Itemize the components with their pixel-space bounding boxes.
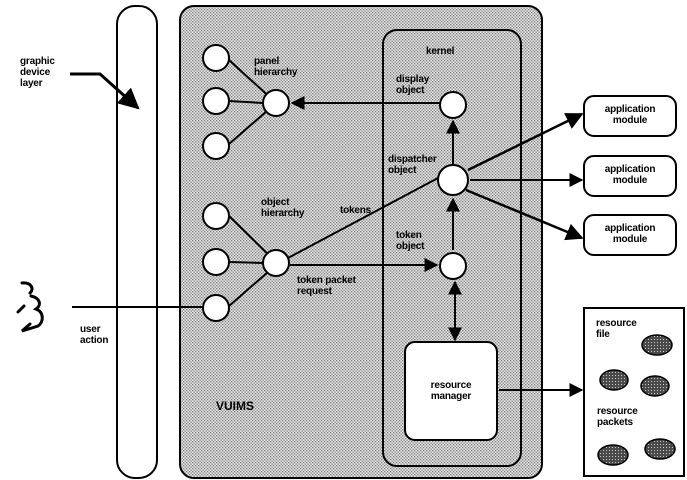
application-module-box-1 (583, 95, 677, 137)
display-object-node (439, 91, 467, 119)
resource-packets-label: resource packets (597, 406, 638, 428)
object-hierarchy-label: object hierarchy (261, 197, 305, 219)
panel-node-3 (202, 132, 230, 160)
token-packet-request-label: token packet request (297, 275, 356, 297)
object-node-3 (202, 294, 230, 322)
dispatcher-to-app-1-arrow (467, 112, 584, 172)
object-node-2 (202, 248, 230, 276)
token-object-label: token object (396, 230, 425, 252)
resource-file-blob-1 (641, 334, 673, 356)
token-object-node (439, 252, 467, 280)
application-module-box-3 (583, 214, 677, 256)
resource-packet-blob-1 (597, 444, 629, 466)
tokens-label: tokens (340, 205, 372, 216)
graphic-device-layer-pointer (70, 72, 140, 110)
resource-file-blob-3 (640, 375, 670, 397)
resource-file-label: resource file (596, 318, 637, 340)
display-object-label: display object (396, 74, 430, 96)
panel-root-node (262, 89, 290, 117)
graphic-device-layer-label: graphic device layer (20, 56, 55, 89)
panel-node-1 (202, 44, 230, 72)
resource-file-blob-2 (599, 369, 629, 391)
application-module-label-2: application module (604, 164, 656, 186)
application-module-label-3: application module (604, 223, 656, 245)
panel-hierarchy-label: panel hierarchy (254, 56, 298, 78)
dispatcher-object-label: dispatcher object (388, 154, 437, 176)
resource-packet-blob-2 (644, 438, 676, 460)
application-module-box-2 (583, 155, 677, 197)
object-root-node (262, 249, 290, 277)
panel-node-2 (202, 87, 230, 115)
resource-manager-box (404, 341, 498, 441)
user-action-hand-icon (16, 281, 44, 333)
resource-manager-label: resource manager (430, 380, 472, 402)
application-module-label-1: application module (604, 104, 656, 126)
kernel-label: kernel (426, 46, 455, 57)
user-action-label: user action (80, 324, 109, 346)
tokens-link (287, 177, 439, 259)
vuims-label: VUIMS (216, 399, 255, 413)
dispatcher-to-app-3-arrow (465, 188, 584, 241)
dispatcher-object-node (437, 164, 469, 196)
object-node-1 (202, 202, 230, 230)
graphic-device-layer-bar (116, 5, 158, 479)
